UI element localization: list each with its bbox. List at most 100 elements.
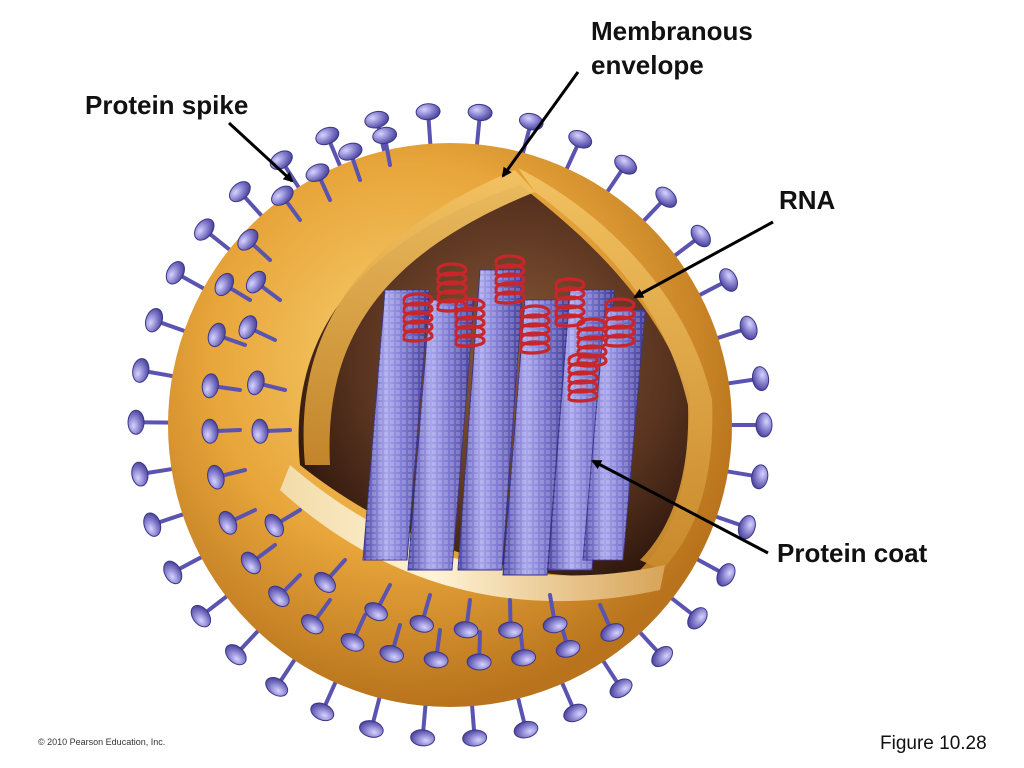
spike-knob — [265, 676, 289, 697]
spike-knob — [555, 640, 581, 658]
spike-knob — [127, 409, 145, 435]
spike-knob — [655, 186, 677, 208]
spike-knob — [513, 720, 539, 739]
spike-knob — [214, 272, 235, 297]
rna-coil — [494, 254, 526, 305]
spike-knob — [238, 315, 258, 340]
spike-knob — [314, 571, 336, 593]
spike-knob — [163, 560, 183, 585]
protein-spikes-front — [201, 126, 625, 671]
spike-knob — [651, 645, 674, 668]
spike-knob — [409, 614, 434, 633]
spike-knob — [751, 464, 769, 490]
spike-knob — [240, 551, 262, 575]
spike-knob — [415, 103, 441, 121]
protein-coat-tube-texture — [363, 290, 429, 560]
envelope-rim-bottom — [280, 465, 665, 602]
spike-knob — [751, 366, 770, 392]
arrow-rna — [633, 220, 774, 299]
rna-coils — [402, 254, 636, 403]
label-membranous-envelope-line2: envelope — [591, 50, 704, 80]
spike-knob — [614, 154, 637, 175]
spike-knob — [131, 461, 149, 487]
spike-knob — [364, 602, 388, 622]
spike-knob — [340, 632, 365, 652]
spike-knob — [423, 651, 449, 669]
figure-number: Figure 10.28 — [880, 733, 987, 754]
spike-knob — [542, 615, 568, 634]
spike-knob — [247, 370, 265, 396]
copyright-notice: © 2010 Pearson Education, Inc. — [38, 737, 166, 747]
spike-knob — [359, 720, 384, 738]
arrow-protein-coat — [591, 459, 769, 555]
spike-knob — [268, 585, 290, 608]
envelope-rim-right — [518, 168, 713, 570]
spike-knob — [338, 142, 363, 161]
spike-knob — [739, 315, 758, 341]
spike-knob — [228, 181, 251, 203]
spike-knob — [264, 513, 285, 538]
spike-knob — [207, 464, 225, 490]
protein-spikes-back — [127, 103, 773, 747]
spike-knob — [410, 729, 436, 747]
spike-knob — [251, 418, 269, 444]
rna-coil — [402, 292, 434, 343]
spike-knob — [568, 129, 593, 149]
spike-knob — [201, 418, 219, 444]
spike-knob — [225, 644, 247, 666]
label-protein-coat: Protein coat — [777, 538, 928, 568]
rna-coil — [604, 297, 636, 348]
spike-knob — [716, 563, 736, 587]
envelope-rim-top — [303, 170, 535, 465]
spike-knob — [379, 644, 404, 663]
spike-knob — [609, 678, 633, 699]
spike-knob — [600, 623, 625, 642]
protein-coat-tube-texture — [583, 310, 645, 560]
spike-knob — [511, 649, 537, 667]
spike-knob — [301, 614, 324, 635]
rna-coil — [454, 297, 486, 348]
rna-coil — [436, 262, 468, 313]
spike-knob — [132, 358, 150, 383]
protein-coat-tubes — [362, 269, 646, 576]
spike-knob — [755, 412, 773, 438]
spike-knob — [462, 729, 488, 747]
spike-knob — [194, 218, 215, 241]
spike-knob — [310, 702, 335, 722]
spike-knob — [687, 607, 708, 630]
spike-knob — [165, 261, 185, 285]
arrow-protein-spike — [227, 121, 294, 183]
label-rna: RNA — [779, 185, 836, 215]
spike-knob — [143, 512, 162, 537]
spike-knob — [237, 228, 259, 251]
spike-knob — [719, 268, 739, 292]
label-protein-spike: Protein spike — [85, 90, 249, 120]
spike-knob — [498, 621, 524, 639]
label-membranous-envelope: Membranous envelope — [591, 14, 753, 82]
spike-knob — [372, 126, 398, 145]
spike-knob — [207, 322, 226, 348]
spike-knob — [271, 185, 294, 206]
protein-coat-tube-texture — [408, 300, 474, 570]
spike-knob — [305, 163, 330, 183]
arrow-membranous-envelope — [501, 71, 580, 178]
spike-knob — [466, 653, 492, 671]
spike-knob — [364, 110, 390, 129]
rna-coil — [567, 352, 599, 403]
spike-knob — [467, 103, 493, 121]
rna-coil — [519, 304, 551, 355]
spike-knob — [518, 112, 544, 131]
spike-knob — [245, 270, 267, 294]
protein-coat-tube-texture — [503, 300, 569, 575]
spike-knob — [453, 621, 479, 639]
label-membranous-envelope-line1: Membranous — [591, 16, 753, 46]
spike-knob — [201, 373, 219, 399]
spike-knob — [190, 604, 212, 628]
spike-knob — [315, 126, 340, 146]
spike-knob — [144, 308, 164, 333]
spike-knob — [690, 224, 711, 248]
rna-coil — [554, 277, 586, 328]
spike-knob — [563, 703, 588, 723]
spike-knob — [218, 510, 238, 535]
